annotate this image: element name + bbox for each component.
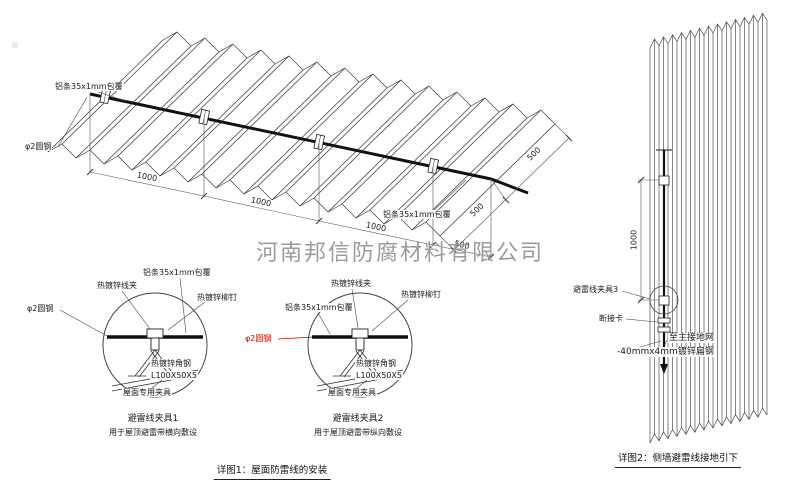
detail1-label-clip: 热镀锌线夹 <box>96 281 138 291</box>
logo-icon <box>8 38 22 52</box>
wall-label-flat-steel: -40mmx4mm镀锌扁钢 <box>616 347 715 358</box>
roof-label-alu-cladding-bottom: 铝条35x1mm包覆 <box>382 210 452 220</box>
detail2-title: 避雷线夹具2 <box>332 414 384 424</box>
leader-lines <box>57 91 668 389</box>
clamp-detail-drawing-1 <box>102 292 208 398</box>
detail2-label-angle-spec: L100X50X5 <box>355 371 403 381</box>
caption-figure-2: 详图2：侧墙避雷线接地引下 <box>614 453 742 468</box>
detail2-label-angle: 热镀锌角钢 <box>355 359 397 369</box>
roof-label-alu-cladding-top: 铝条35x1mm包覆 <box>54 82 124 92</box>
detail1-title: 避雷线夹具1 <box>127 414 179 424</box>
wall-corrugated-panel <box>649 12 768 444</box>
wall-label-to-ground: 至主接地网 <box>668 333 716 344</box>
roof-label-round-steel: φ2圆钢 <box>24 142 53 152</box>
detail2-label-round-steel: φ2圆钢 <box>244 334 273 344</box>
red-leader-line <box>277 336 315 340</box>
detail1-label-rivet: 热镀锌柳钉 <box>196 293 238 303</box>
roof-dimensions <box>86 94 573 261</box>
detail2-label-roof-clamp: 屋面专用夹具 <box>327 388 377 398</box>
wall-conductor-assembly <box>637 149 679 374</box>
detail2-subtitle: 用于屋顶避雷带纵向敷设 <box>314 428 402 437</box>
detail1-label-alu: 铝条35x1mm包覆 <box>142 268 212 278</box>
logo-inner-dot <box>12 42 18 48</box>
detail1-subtitle: 用于屋顶避雷带横向敷设 <box>109 428 197 437</box>
roof-wire-clamps <box>99 87 440 175</box>
detail2-label-clip: 热镀锌线夹 <box>330 279 372 289</box>
caption-figure-1: 详图1：屋面防雷线的安装 <box>213 465 331 480</box>
detail2-label-alu: 铝条35x1mm包覆 <box>284 303 354 313</box>
detail1-label-roof-clamp: 屋面专用夹具 <box>122 388 172 398</box>
detail1-label-angle: 热镀锌角钢 <box>150 359 192 369</box>
wall-dim-label-1000: 1000 <box>629 229 639 251</box>
detail1-label-round-steel: φ2圆钢 <box>26 304 55 314</box>
wall-label-clamp3: 避雷线夹具3 <box>572 285 620 295</box>
detail1-label-angle-spec: L100X50X5 <box>150 371 198 381</box>
wall-label-disconnect: 断接卡 <box>598 314 624 324</box>
detail2-label-rivet: 热镀锌柳钉 <box>400 290 442 300</box>
